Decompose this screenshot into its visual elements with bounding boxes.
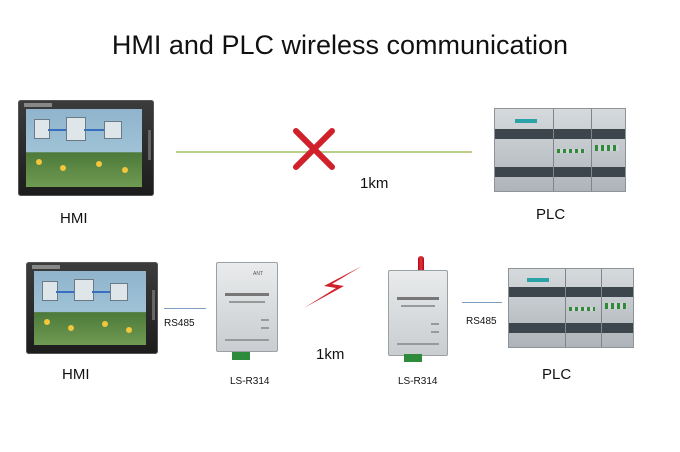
rs485-label-left: RS485 (164, 318, 195, 329)
module-ant-label-left: ANT (253, 271, 263, 277)
cross-icon (293, 128, 335, 170)
plc-device-top (494, 108, 626, 192)
terminal-left (232, 352, 250, 360)
hmi-device-bottom (26, 262, 158, 354)
hmi-device-top (18, 100, 154, 196)
rs485-line-right (462, 302, 502, 303)
module-label-left: LS-R314 (230, 376, 270, 387)
lightning-bolt-icon (304, 266, 362, 308)
diagram-title: HMI and PLC wireless communication (111, 30, 569, 60)
distance-label-bottom: 1km (316, 346, 345, 363)
hmi-label-bottom: HMI (62, 366, 90, 383)
dtu-module-left: ANT (216, 262, 278, 352)
plc-device-bottom (508, 268, 634, 348)
module-label-right: LS-R314 (398, 376, 438, 387)
dtu-module-right (388, 270, 448, 356)
rs485-label-right: RS485 (466, 316, 497, 327)
rs485-line-left (164, 308, 206, 309)
distance-label-top: 1km (360, 175, 389, 192)
plc-label-top: PLC (536, 206, 566, 223)
hmi-label-top: HMI (60, 210, 88, 227)
plc-label-bottom: PLC (542, 366, 572, 383)
antenna-right (418, 256, 424, 272)
terminal-right (404, 354, 422, 362)
cable-line-top (176, 151, 472, 153)
